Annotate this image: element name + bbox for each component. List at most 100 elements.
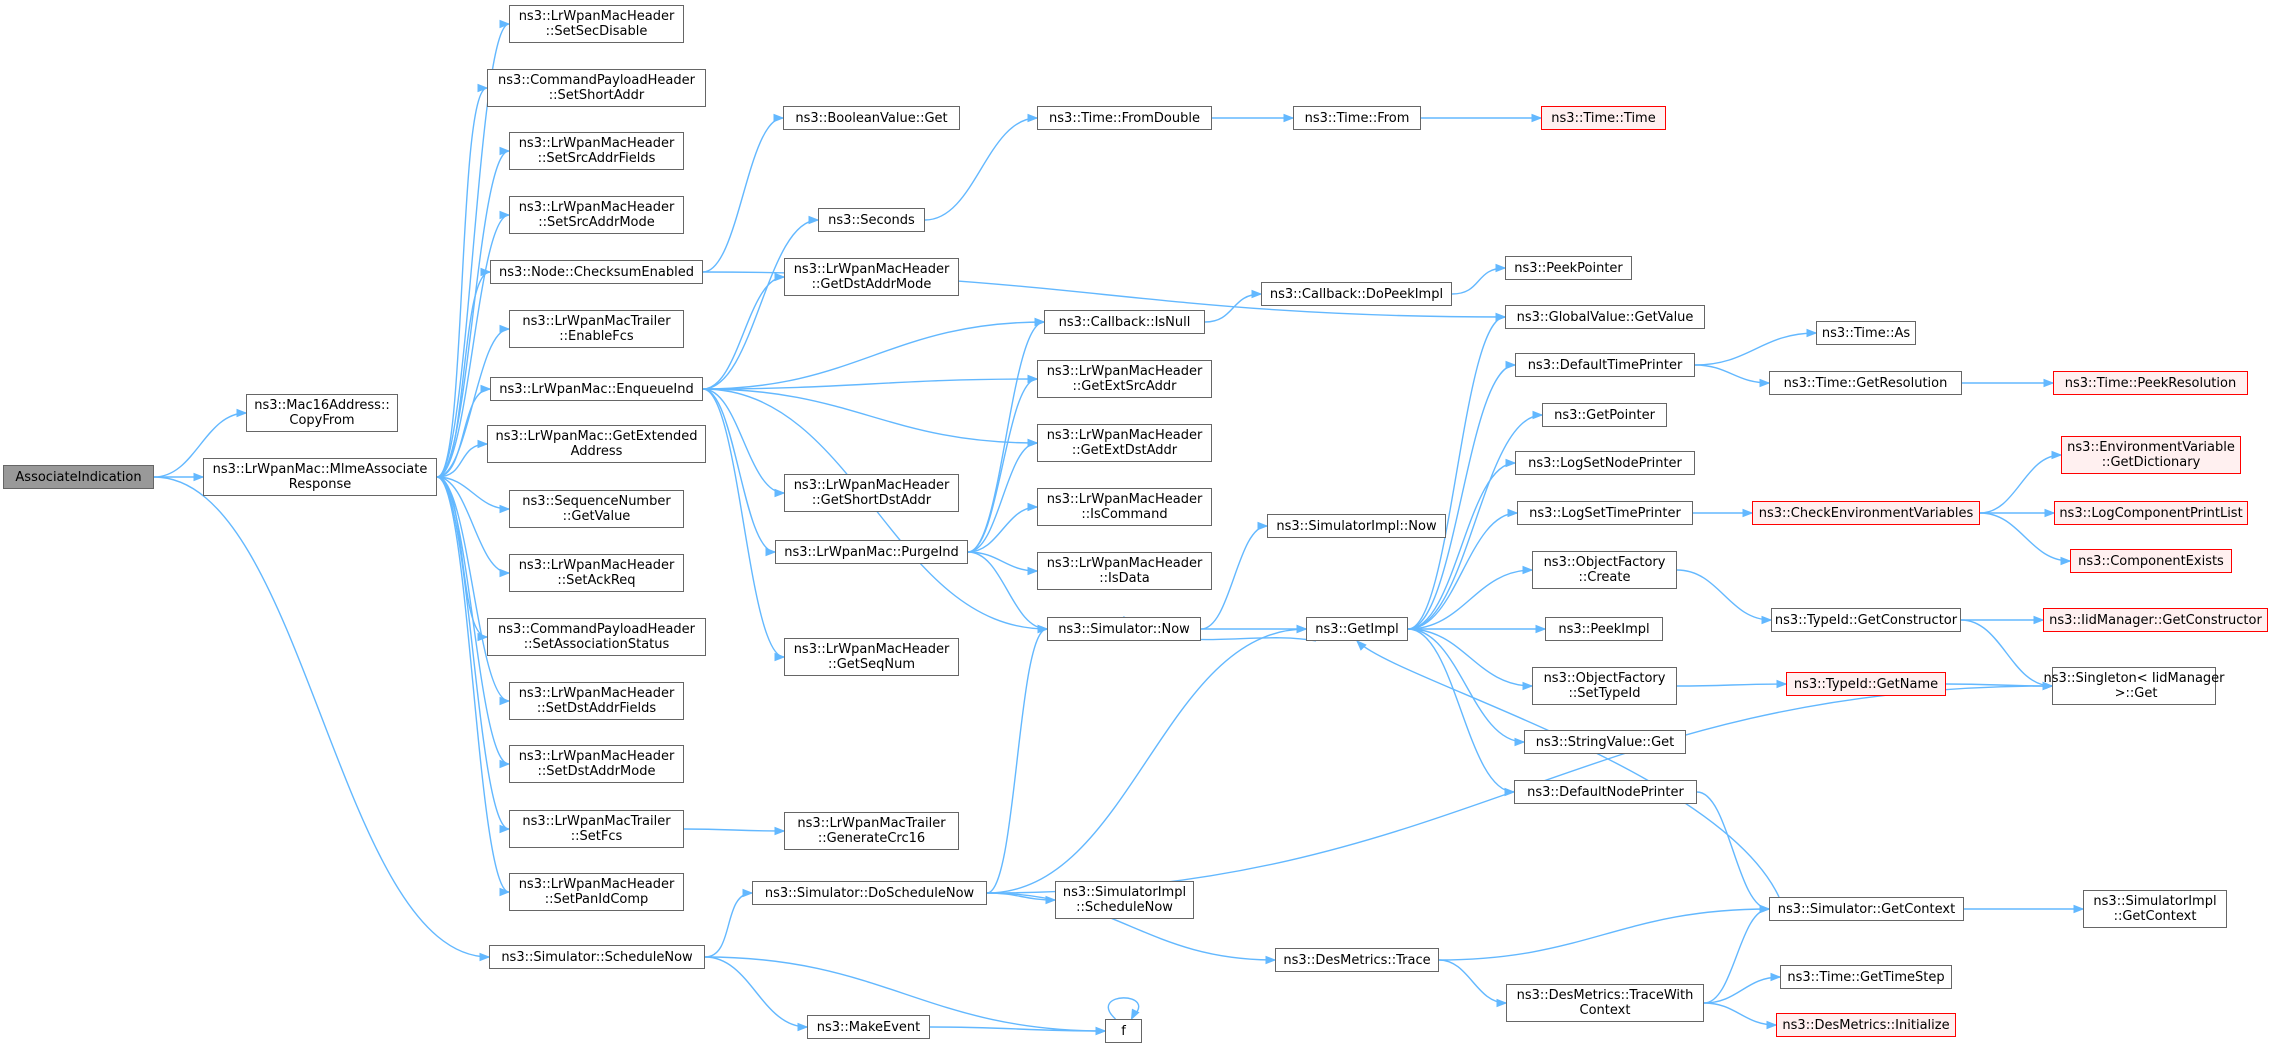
node-defaultnodeprinter[interactable]: ns3::DefaultNodePrinter: [1514, 780, 1697, 804]
edge-time-from-to-time-time: [1421, 113, 1543, 123]
node-enqueueind[interactable]: ns3::LrWpanMac::EnqueueInd: [490, 377, 703, 401]
node-typeid-getconstructor[interactable]: ns3::TypeId::GetConstructor: [1771, 608, 1961, 632]
node-setdstaddrfields[interactable]: ns3::LrWpanMacHeader ::SetDstAddrFields: [509, 682, 684, 720]
node-simulator-getcontext[interactable]: ns3::Simulator::GetContext: [1769, 897, 1964, 921]
node-setsrcaddrfields[interactable]: ns3::LrWpanMacHeader ::SetSrcAddrFields: [509, 132, 684, 170]
edge-getimpl-to-objectfactory-create: [1407, 565, 1534, 630]
edge-checksumenabled-to-booleanvalue-get: [702, 113, 785, 273]
node-simulatorimpl-getcontext[interactable]: ns3::SimulatorImpl ::GetContext: [2083, 890, 2227, 928]
node-generatecrc16[interactable]: ns3::LrWpanMacTrailer ::GenerateCrc16: [784, 812, 959, 850]
node-setpanidcomp[interactable]: ns3::LrWpanMacHeader ::SetPanIdComp: [509, 873, 684, 911]
node-doschedulenow[interactable]: ns3::Simulator::DoScheduleNow: [752, 881, 987, 905]
edge-time-fromdouble-to-time-from: [1212, 113, 1295, 123]
node-getextdstaddr[interactable]: ns3::LrWpanMacHeader ::GetExtDstAddr: [1037, 424, 1212, 462]
node-enablefcs[interactable]: ns3::LrWpanMacTrailer ::EnableFcs: [509, 310, 684, 348]
edge-purgeind-to-getextsrcaddr: [967, 374, 1039, 553]
node-simulatorimpl-schedulenow[interactable]: ns3::SimulatorImpl ::ScheduleNow: [1055, 881, 1194, 919]
node-logsetnodeprinter[interactable]: ns3::LogSetNodePrinter: [1515, 451, 1695, 475]
edge-callback-dopeekimpl-to-peekpointer: [1451, 263, 1507, 295]
edge-f-to-f: [1107, 997, 1140, 1021]
edge-purgeind-to-callback-isnull: [967, 317, 1046, 553]
node-simulatorimpl-now[interactable]: ns3::SimulatorImpl::Now: [1267, 514, 1446, 538]
node-getimpl[interactable]: ns3::GetImpl: [1306, 617, 1408, 641]
node-time-time[interactable]: ns3::Time::Time: [1541, 106, 1666, 130]
edge-desmetrics-trace-to-simulator-getcontext: [1438, 904, 1771, 961]
node-getshortdstaddr[interactable]: ns3::LrWpanMacHeader ::GetShortDstAddr: [784, 474, 959, 512]
node-defaulttimeprinter[interactable]: ns3::DefaultTimePrinter: [1515, 353, 1695, 377]
node-setassociationstatus[interactable]: ns3::CommandPayloadHeader ::SetAssociati…: [487, 618, 706, 656]
node-isdata[interactable]: ns3::LrWpanMacHeader ::IsData: [1037, 552, 1212, 590]
node-desmetrics-tracewithcontext[interactable]: ns3::DesMetrics::TraceWith Context: [1506, 984, 1704, 1022]
node-getseqnum[interactable]: ns3::LrWpanMacHeader ::GetSeqNum: [784, 638, 959, 676]
node-peekpointer[interactable]: ns3::PeekPointer: [1505, 256, 1632, 280]
node-environmentvariable-getdictionary[interactable]: ns3::EnvironmentVariable ::GetDictionary: [2061, 436, 2241, 474]
edge-mlmeassociateresponse-to-setsecdisable: [436, 19, 511, 478]
edge-defaulttimeprinter-to-time-as: [1694, 328, 1818, 366]
node-purgeind[interactable]: ns3::LrWpanMac::PurgeInd: [775, 540, 968, 564]
edge-mlmeassociateresponse-to-enqueueind: [436, 384, 492, 478]
edge-simulator-getcontext-to-simulatorimpl-getcontext: [1963, 904, 2085, 914]
node-getdstaddrmode[interactable]: ns3::LrWpanMacHeader ::GetDstAddrMode: [784, 258, 959, 296]
node-callback-dopeekimpl[interactable]: ns3::Callback::DoPeekImpl: [1261, 282, 1452, 306]
edge-purgeind-to-getextdstaddr: [967, 438, 1039, 553]
node-f[interactable]: f: [1105, 1019, 1142, 1043]
node-setfcs[interactable]: ns3::LrWpanMacTrailer ::SetFcs: [509, 810, 684, 848]
node-booleanvalue-get[interactable]: ns3::BooleanValue::Get: [783, 106, 960, 130]
node-desmetrics-initialize[interactable]: ns3::DesMetrics::Initialize: [1776, 1013, 1956, 1037]
node-stringvalue-get[interactable]: ns3::StringValue::Get: [1524, 730, 1686, 754]
node-checkenvironmentvariables[interactable]: ns3::CheckEnvironmentVariables: [1752, 501, 1980, 525]
edge-simulator-schedulenow-to-doschedulenow: [704, 888, 754, 958]
node-setsecdisable[interactable]: ns3::LrWpanMacHeader ::SetSecDisable: [509, 5, 684, 43]
node-objectfactory-create[interactable]: ns3::ObjectFactory ::Create: [1532, 551, 1677, 589]
node-setackreq[interactable]: ns3::LrWpanMacHeader ::SetAckReq: [509, 554, 684, 592]
node-time-getresolution[interactable]: ns3::Time::GetResolution: [1769, 371, 1962, 395]
node-time-fromdouble[interactable]: ns3::Time::FromDouble: [1037, 106, 1212, 130]
edge-mlmeassociateresponse-to-setsrcaddrfields: [436, 146, 511, 478]
node-mac16address-copyfrom[interactable]: ns3::Mac16Address:: CopyFrom: [246, 394, 398, 432]
node-iidmanager-getconstructor[interactable]: ns3::IidManager::GetConstructor: [2043, 608, 2268, 632]
edge-associateindication-to-mac16address-copyfrom: [153, 408, 248, 478]
node-setshortaddr[interactable]: ns3::CommandPayloadHeader ::SetShortAddr: [487, 69, 706, 107]
edge-getimpl-to-defaultnodeprinter: [1407, 628, 1516, 797]
node-mlmeassociateresponse[interactable]: ns3::LrWpanMac::MlmeAssociate Response: [203, 458, 437, 496]
node-simulator-schedulenow[interactable]: ns3::Simulator::ScheduleNow: [489, 945, 705, 969]
node-setsrcaddrmode[interactable]: ns3::LrWpanMacHeader ::SetSrcAddrMode: [509, 196, 684, 234]
edge-mlmeassociateresponse-to-setackreq: [436, 476, 511, 578]
edge-typeid-getname-to-singleton-iidmanager-get: [1945, 681, 2054, 691]
edge-associateindication-to-simulator-schedulenow: [153, 476, 491, 962]
node-globalvalue-getvalue[interactable]: ns3::GlobalValue::GetValue: [1505, 305, 1705, 329]
node-getextendedaddress[interactable]: ns3::LrWpanMac::GetExtended Address: [487, 425, 706, 463]
edge-enqueueind-to-getdstaddrmode: [702, 272, 786, 390]
node-sequencenumber-getvalue[interactable]: ns3::SequenceNumber ::GetValue: [509, 490, 684, 528]
node-getpointer[interactable]: ns3::GetPointer: [1542, 403, 1667, 427]
node-time-from[interactable]: ns3::Time::From: [1293, 106, 1421, 130]
node-makeevent[interactable]: ns3::MakeEvent: [807, 1015, 930, 1039]
node-objectfactory-settypeid[interactable]: ns3::ObjectFactory ::SetTypeId: [1532, 667, 1677, 705]
node-time-as[interactable]: ns3::Time::As: [1816, 321, 1916, 345]
node-callback-isnull[interactable]: ns3::Callback::IsNull: [1044, 310, 1205, 334]
node-simulator-now[interactable]: ns3::Simulator::Now: [1047, 617, 1201, 641]
node-setdstaddrmode[interactable]: ns3::LrWpanMacHeader ::SetDstAddrMode: [509, 745, 684, 783]
node-desmetrics-trace[interactable]: ns3::DesMetrics::Trace: [1275, 948, 1439, 972]
node-logcomponentprintlist[interactable]: ns3::LogComponentPrintList: [2054, 501, 2248, 525]
node-peekimpl[interactable]: ns3::PeekImpl: [1545, 617, 1663, 641]
node-time-peekresolution[interactable]: ns3::Time::PeekResolution: [2053, 371, 2248, 395]
node-checksumenabled[interactable]: ns3::Node::ChecksumEnabled: [490, 260, 703, 284]
node-seconds[interactable]: ns3::Seconds: [818, 208, 925, 232]
edge-defaultnodeprinter-to-simulator-getcontext: [1696, 791, 1771, 914]
node-time-gettimestep[interactable]: ns3::Time::GetTimeStep: [1780, 965, 1952, 989]
edge-getimpl-to-objectfactory-settypeid: [1407, 628, 1534, 691]
node-logsettimeprinter[interactable]: ns3::LogSetTimePrinter: [1517, 501, 1693, 525]
node-associateindication[interactable]: AssociateIndication: [3, 465, 154, 489]
edge-doschedulenow-to-desmetrics-trace: [986, 892, 1277, 965]
node-typeid-getname[interactable]: ns3::TypeId::GetName: [1786, 672, 1946, 696]
node-singleton-iidmanager-get[interactable]: ns3::Singleton< IidManager >::Get: [2044, 667, 2225, 705]
edge-getimpl-to-globalvalue-getvalue: [1407, 312, 1507, 630]
node-componentexists[interactable]: ns3::ComponentExists: [2070, 549, 2232, 573]
node-iscommand[interactable]: ns3::LrWpanMacHeader ::IsCommand: [1037, 488, 1212, 526]
edge-typeid-getconstructor-to-iidmanager-getconstructor: [1961, 615, 2045, 625]
edge-checkenvironmentvariables-to-componentexists: [1979, 512, 2072, 566]
node-getextsrcaddr[interactable]: ns3::LrWpanMacHeader ::GetExtSrcAddr: [1037, 360, 1212, 398]
edge-mlmeassociateresponse-to-setpanidcomp: [436, 476, 511, 897]
edge-time-getresolution-to-time-peekresolution: [1962, 378, 2055, 388]
